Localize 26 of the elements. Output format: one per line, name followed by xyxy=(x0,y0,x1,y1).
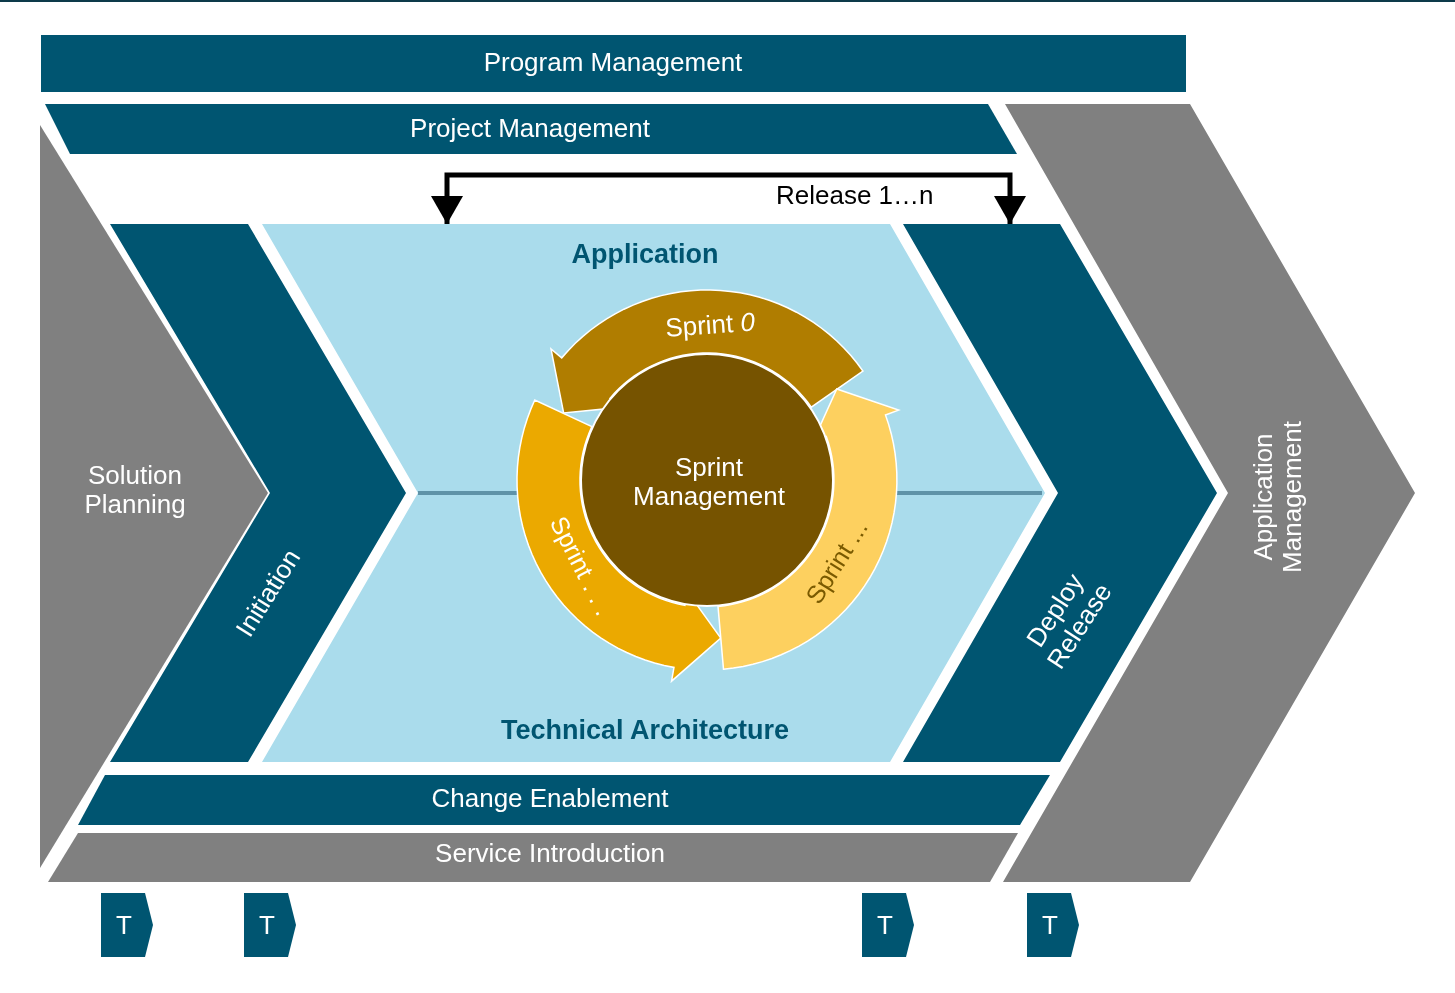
stage-label: Sprint . . . xyxy=(543,510,620,622)
stage-label: Application Management xyxy=(1249,420,1307,575)
stage-label: Solution Planning xyxy=(83,461,187,519)
stage-label: Project Management xyxy=(409,113,651,143)
tollgate-tag xyxy=(244,893,296,957)
tollgate-tag xyxy=(862,893,914,957)
stage-label: T xyxy=(115,910,133,940)
tollgate-tag xyxy=(101,893,153,957)
stage-label: T xyxy=(258,910,276,940)
stage-label: T xyxy=(1041,910,1059,940)
stage-label: Program Management xyxy=(482,47,744,77)
phase-block xyxy=(903,224,1217,762)
phase-block xyxy=(1003,104,1415,882)
change-enablement-band xyxy=(78,775,1050,825)
stage-label: T xyxy=(876,910,894,940)
service-introduction-band xyxy=(48,833,1018,882)
stage-label: Application xyxy=(570,240,720,270)
tollgate-tag xyxy=(1027,893,1079,957)
stage-label: Sprint Management xyxy=(632,453,786,511)
program-management-bar xyxy=(41,35,1186,92)
stage-label: Change Enablement xyxy=(430,783,670,813)
release-arrow xyxy=(431,172,1026,224)
stage-label: Service Introduction xyxy=(434,838,666,868)
cycle-arrow-segment xyxy=(550,290,863,413)
stage-label: Sprint 0 xyxy=(663,305,757,345)
stage-label: Technical Architecture xyxy=(499,716,791,746)
